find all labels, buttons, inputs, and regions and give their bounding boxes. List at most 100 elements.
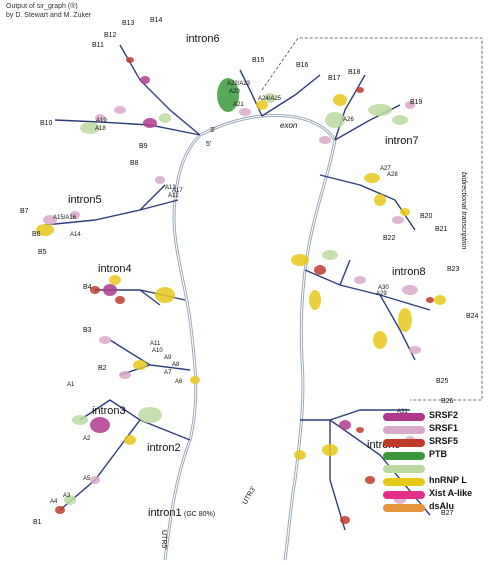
binding-site-blob xyxy=(291,254,309,266)
block-label-b7: B7 xyxy=(20,208,29,215)
legend-row: hnRNP L xyxy=(383,475,493,488)
binding-site-blob xyxy=(364,173,380,183)
binding-site-blob xyxy=(354,276,366,284)
block-label-b9: B9 xyxy=(139,143,148,150)
branch-helix xyxy=(329,420,346,531)
binding-site-blob xyxy=(115,296,125,304)
block-label-b21: B21 xyxy=(435,226,448,233)
alu-label-a24-a25: A24/A25 xyxy=(258,96,282,102)
branch-helix xyxy=(334,74,366,141)
branch-helix xyxy=(54,119,201,136)
alu-label-a2: A2 xyxy=(83,436,91,442)
legend-swatch xyxy=(383,452,425,460)
block-label-b14: B14 xyxy=(150,17,163,24)
alu-label-a3: A3 xyxy=(63,493,71,499)
three-prime-label: 3' xyxy=(210,127,215,134)
binding-site-blob xyxy=(133,360,147,370)
binding-site-blob xyxy=(72,415,88,425)
legend-label: Xist A-like xyxy=(429,488,473,498)
branch-helix xyxy=(339,259,351,286)
block-label-b8: B8 xyxy=(130,160,139,167)
alu-label-a18: A18 xyxy=(95,126,106,132)
binding-site-blob xyxy=(426,297,434,303)
block-label-b2: B2 xyxy=(98,365,107,372)
block-label-b26: B26 xyxy=(441,398,454,405)
legend-label: SRSF5 xyxy=(429,436,459,446)
binding-site-blob xyxy=(392,216,404,224)
block-label-b23: B23 xyxy=(447,266,460,273)
label-group: intron1(GC 80%)intron2intron3intron4intr… xyxy=(20,17,479,550)
binding-site-blob xyxy=(402,285,418,295)
branch-helix xyxy=(329,409,410,421)
binding-site-blob xyxy=(400,208,410,216)
header-line-1: Output of sir_graph (®) xyxy=(6,3,78,10)
legend-label: PTB xyxy=(429,449,447,459)
legend-row: PTB xyxy=(383,449,493,462)
legend-swatch xyxy=(383,465,425,473)
block-label-b22: B22 xyxy=(383,235,396,242)
binding-site-blob xyxy=(99,336,111,344)
alu-label-a19: A19 xyxy=(96,118,107,124)
alu-label-a1: A1 xyxy=(67,382,75,388)
binding-site-blob xyxy=(434,295,446,305)
block-label-b13: B13 xyxy=(122,20,135,27)
binding-site-blob xyxy=(36,224,54,236)
binding-site-blob xyxy=(64,495,76,505)
binding-site-blob xyxy=(90,417,110,433)
binding-site-blob xyxy=(114,106,126,114)
binding-site-blob xyxy=(339,420,351,430)
intron-3-label: intron3 xyxy=(92,405,126,417)
legend-swatch xyxy=(383,478,425,486)
alu-label-a21: A21 xyxy=(233,102,244,108)
alu-label-a28: A28 xyxy=(387,172,398,178)
binding-site-group xyxy=(36,57,446,524)
intron-5-label: intron5 xyxy=(68,194,102,206)
binding-site-blob xyxy=(95,114,105,122)
binding-site-blob xyxy=(374,194,386,206)
intron-8-label: intron8 xyxy=(392,266,426,278)
block-label-b12: B12 xyxy=(104,32,117,39)
intron-6-label: intron6 xyxy=(186,33,220,45)
binding-site-blob xyxy=(155,287,175,303)
branch-helix xyxy=(139,289,161,306)
alu-label-a17: A17 xyxy=(172,188,183,194)
binding-site-blob xyxy=(43,215,57,225)
legend-label: dsAlu xyxy=(429,501,455,511)
alu-label-a29: A29 xyxy=(376,291,387,297)
alu-label-a15-a16: A15/A16 xyxy=(53,215,77,221)
five-prime-label: 5' xyxy=(206,141,211,148)
alu-label-a4: A4 xyxy=(50,499,58,505)
bidirectional-transcription-box xyxy=(261,37,483,401)
block-label-b1: B1 xyxy=(33,519,42,526)
legend-row: SRSF5 xyxy=(383,436,493,449)
block-label-b4: B4 xyxy=(83,284,92,291)
alu-label-a31: A31 xyxy=(397,409,408,415)
binding-site-blob xyxy=(322,444,338,456)
binding-site-blob xyxy=(356,427,364,433)
binding-site-blob xyxy=(314,265,326,275)
header-line-2: by D. Stewart and M. Zuker xyxy=(6,12,92,19)
binding-site-blob xyxy=(140,76,150,84)
binding-site-blob xyxy=(124,435,136,445)
binding-site-blob xyxy=(90,476,100,484)
binding-site-blob xyxy=(294,450,306,460)
binding-site-blob xyxy=(159,113,171,123)
block-label-b15: B15 xyxy=(252,57,265,64)
alu-label-a11: A11 xyxy=(150,341,161,347)
binding-site-blob xyxy=(103,284,117,296)
binding-site-blob xyxy=(365,476,375,484)
block-label-b6: B6 xyxy=(32,231,41,238)
binding-site-blob xyxy=(155,176,165,184)
alu-label-a27: A27 xyxy=(380,166,391,172)
binding-site-blob xyxy=(340,516,350,524)
binding-site-blob xyxy=(322,250,338,260)
alu-label-a14: A14 xyxy=(70,232,81,238)
binding-site-blob xyxy=(398,308,412,332)
alu-label-a13: A13 xyxy=(165,185,176,191)
binding-site-blob xyxy=(392,115,408,125)
block-label-b16: B16 xyxy=(296,62,309,69)
binding-site-blob xyxy=(256,100,268,110)
branch-helix xyxy=(44,199,179,226)
alu-label-a7: A7 xyxy=(164,370,172,376)
